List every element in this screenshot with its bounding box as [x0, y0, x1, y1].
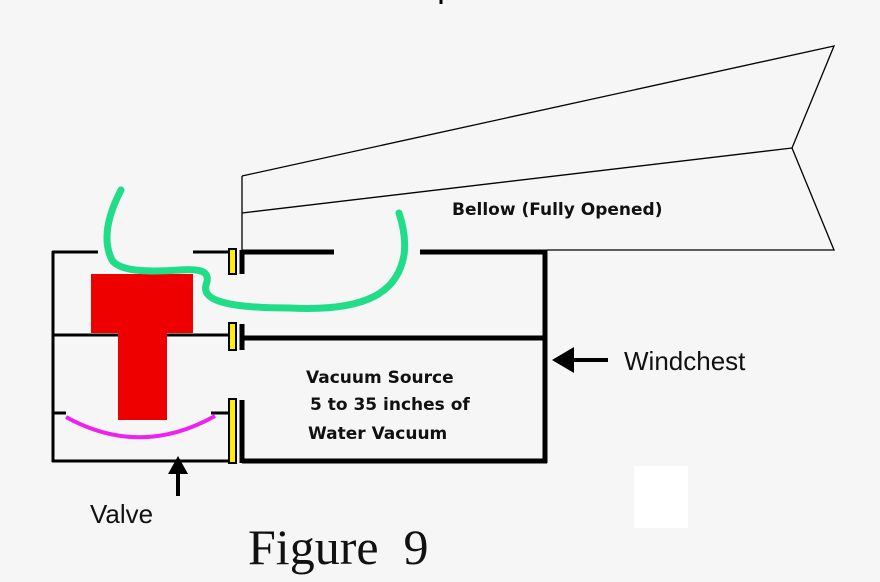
- bellow-fold-line: [241, 147, 793, 214]
- valve-arrow: [168, 456, 188, 496]
- windchest-arrow: [552, 347, 608, 373]
- gasket-lower: [228, 398, 237, 464]
- windchest-label: Windchest: [624, 346, 746, 376]
- gasket-upper: [228, 248, 237, 275]
- figure-caption: Figure 9: [248, 519, 429, 575]
- windchest-box: [239, 249, 548, 464]
- bellow-label: Bellow (Fully Opened): [452, 200, 662, 220]
- bellow: [241, 45, 836, 251]
- valve-diaphragm: [65, 414, 216, 440]
- white-patch: [634, 466, 688, 528]
- vacuum-label-line3: Water Vacuum: [308, 424, 447, 444]
- gaskets: [228, 248, 237, 464]
- vacuum-label-line1: Vacuum Source: [306, 368, 454, 388]
- gasket-middle: [228, 322, 237, 351]
- windchest-arrow-head: [552, 347, 574, 373]
- valve-plunger: [91, 274, 193, 420]
- vacuum-label-line2: 5 to 35 inches of: [310, 395, 470, 415]
- valve-label: Valve: [90, 499, 153, 529]
- green-tube: [103, 186, 409, 312]
- valve-arrow-head: [168, 456, 188, 474]
